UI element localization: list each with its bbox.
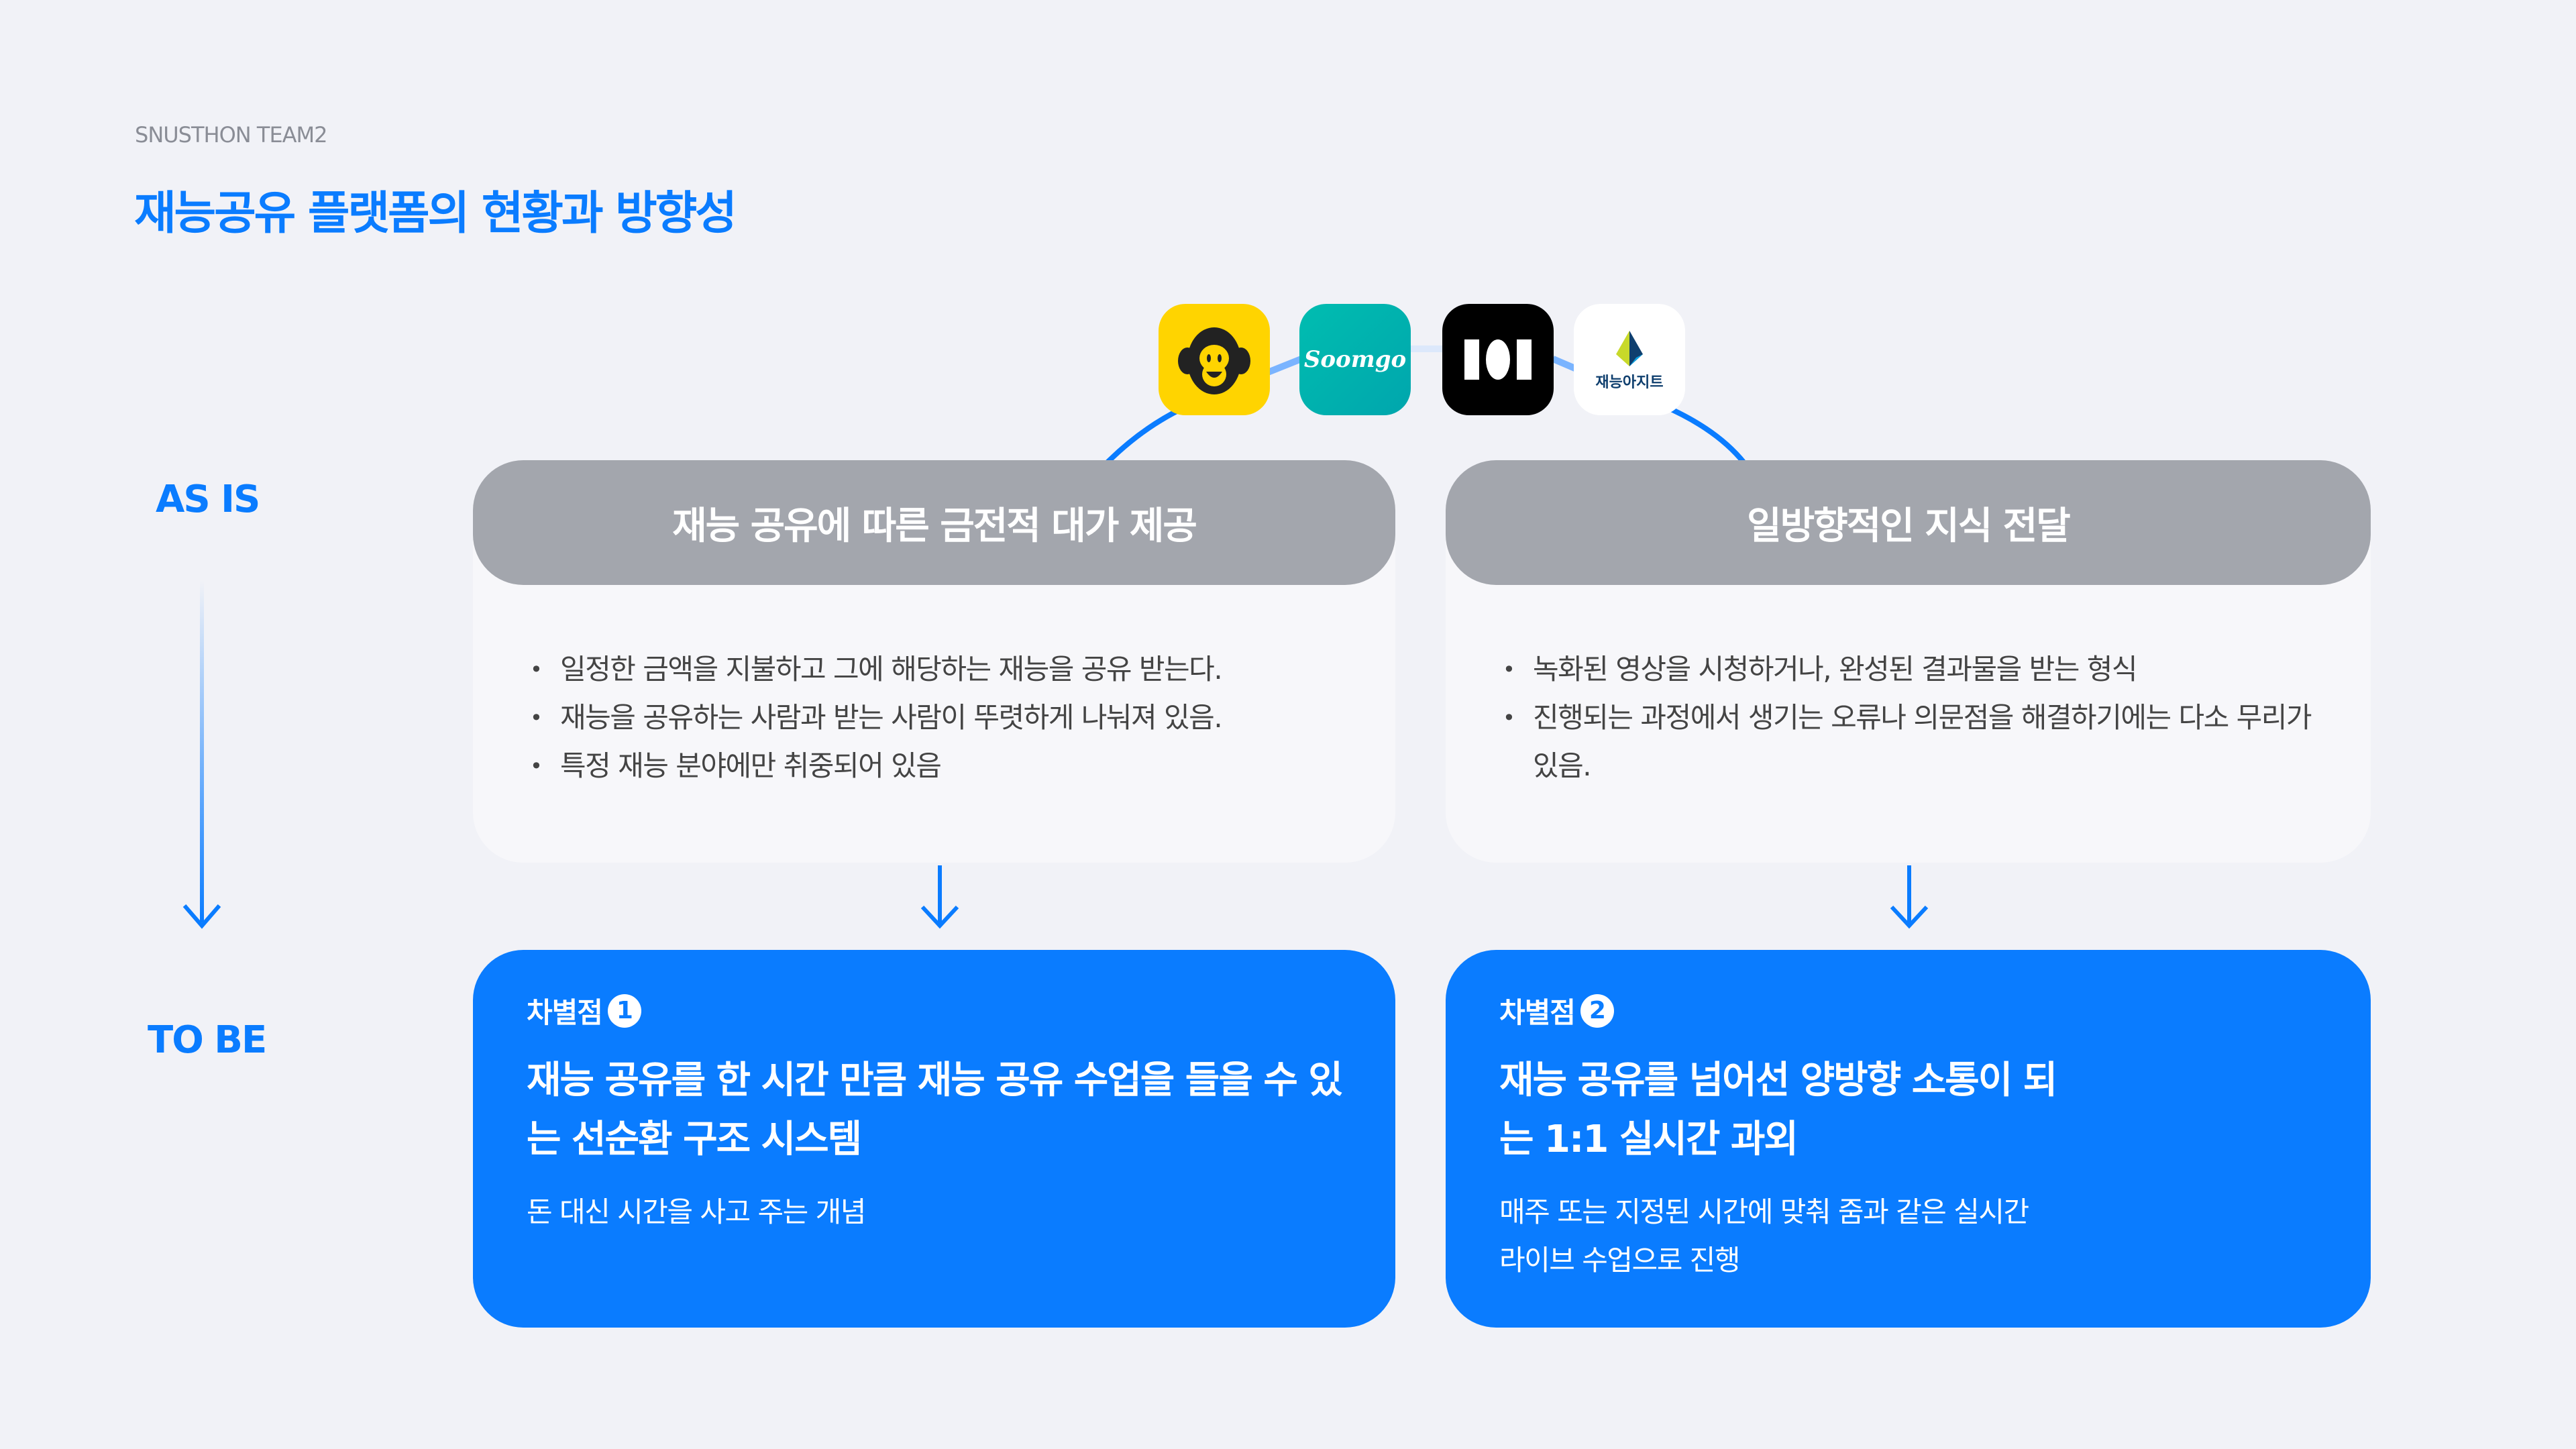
as-is-card-2: 일방향적인 지식 전달 녹화된 영상을 시청하거나, 완성된 결과물을 받는 형… [1446, 460, 2371, 863]
bullet-item: 일정한 금액을 지불하고 그에 해당하는 재능을 공유 받는다. [530, 645, 1342, 694]
diff-sub-text: 매주 또는 지정된 시간에 맞춰 줌과 같은 실시간 라이브 수업으로 진행 [1499, 1195, 2029, 1277]
card-title: 일방향적인 지식 전달 [1446, 460, 2371, 585]
bullet-item: 특정 재능 분야에만 취중되어 있음 [530, 742, 1342, 790]
diff-sub-text: 돈 대신 시간을 사고 주는 개념 [527, 1195, 866, 1228]
arrow-down-icon [182, 904, 221, 929]
as-is-label: AS IS [156, 478, 260, 521]
bullet-item: 재능을 공유하는 사람과 받는 사람이 뚜렷하게 나눠져 있음. [530, 694, 1342, 742]
logo-text: 재능아지트 [1595, 374, 1664, 391]
class101-logo [1442, 304, 1554, 415]
monkey-icon [1178, 327, 1250, 394]
page-title: 재능공유 플랫폼의 현황과 방향성 [134, 187, 737, 240]
arrow-down-icon [920, 865, 959, 929]
101-icon [1464, 339, 1532, 380]
diff-main-text: 재능 공유를 한 시간 만큼 재능 공유 수업을 들을 수 있는 선순환 구조 … [527, 1059, 1343, 1161]
arrow-down-icon [1890, 865, 1929, 929]
vertical-arrow-line [200, 580, 204, 922]
number-badge: 2 [1580, 994, 1614, 1028]
team-label: SNUSTHON TEAM2 [135, 122, 328, 148]
diff-main-text: 재능 공유를 넘어선 양방향 소통이 되는 1:1 실시간 과외 [1499, 1059, 2057, 1161]
bullet-item: 진행되는 과정에서 생기는 오류나 의문점을 해결하기에는 다소 무리가 있음. [1503, 694, 2317, 790]
sailboat-icon [1616, 331, 1643, 366]
card-title: 재능 공유에 따른 금전적 대가 제공 [473, 460, 1395, 585]
to-be-label: TO BE [148, 1018, 267, 1062]
kmong-logo [1159, 304, 1270, 415]
diff-label: 차별점 [527, 996, 603, 1029]
bullet-item: 녹화된 영상을 시청하거나, 완성된 결과물을 받는 형식 [1503, 645, 2317, 694]
number-badge: 1 [607, 994, 641, 1028]
jaenung-agit-logo: 재능아지트 [1574, 304, 1685, 415]
soomgo-logo: Soomgo [1299, 304, 1411, 415]
as-is-card-1: 재능 공유에 따른 금전적 대가 제공 일정한 금액을 지불하고 그에 해당하는… [473, 460, 1395, 863]
diff-label: 차별점 [1499, 996, 1576, 1029]
